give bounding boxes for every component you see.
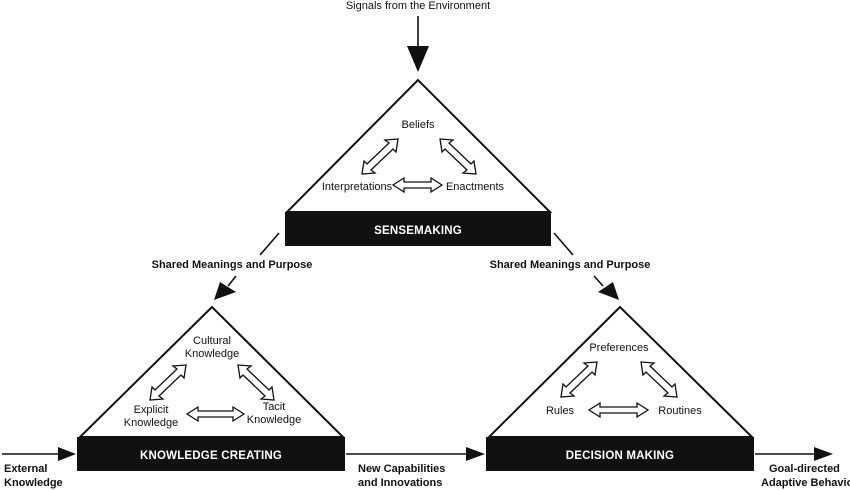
goal-directed-arrow bbox=[755, 447, 833, 461]
explicit-knowledge-label-1: Explicit bbox=[134, 404, 169, 416]
cultural-tacit-arrow bbox=[237, 364, 275, 401]
tacit-knowledge-label-2: Knowledge bbox=[247, 414, 301, 426]
environment-signals-label: Signals from the Environment bbox=[346, 0, 490, 12]
knowledge-creating-bar-label: KNOWLEDGE CREATING bbox=[140, 450, 282, 462]
cultural-explicit-arrow bbox=[149, 364, 187, 401]
shared-meanings-right-label: Shared Meanings and Purpose bbox=[490, 259, 651, 271]
external-knowledge-arrow bbox=[2, 447, 76, 461]
sensemaking-bar-label: SENSEMAKING bbox=[374, 225, 462, 237]
tacit-knowledge-label-1: Tacit bbox=[263, 401, 286, 413]
sensemaking-triangle: SENSEMAKING Beliefs Interpretations Enac… bbox=[284, 78, 553, 246]
sensemaking-bar bbox=[285, 212, 551, 246]
shared-meanings-left-arrow bbox=[214, 232, 280, 300]
new-capabilities-label-2: and Innovations bbox=[358, 477, 442, 489]
external-knowledge-label-1: External bbox=[4, 463, 47, 475]
shared-meanings-right-arrow bbox=[553, 232, 619, 300]
beliefs-label: Beliefs bbox=[401, 119, 435, 131]
decision-making-bar-label: DECISION MAKING bbox=[566, 450, 674, 462]
decision-making-triangle: DECISION MAKING Preferences Rules Routin… bbox=[486, 305, 755, 471]
external-knowledge-label-2: Knowledge bbox=[4, 477, 63, 489]
shared-meanings-left-label: Shared Meanings and Purpose bbox=[152, 259, 313, 271]
rules-label: Rules bbox=[546, 405, 575, 417]
beliefs-interpretations-arrow bbox=[361, 138, 399, 175]
goal-directed-label-2: Adaptive Behavior bbox=[761, 477, 850, 489]
preferences-label: Preferences bbox=[589, 342, 649, 354]
cultural-knowledge-label-1: Cultural bbox=[193, 335, 231, 347]
knowledge-creating-bar bbox=[77, 437, 345, 471]
new-capabilities-label-1: New Capabilities bbox=[358, 463, 445, 475]
environment-input-arrow bbox=[407, 16, 429, 72]
cultural-knowledge-label-2: Knowledge bbox=[185, 348, 239, 360]
interpretations-label: Interpretations bbox=[322, 181, 393, 193]
enactments-label: Enactments bbox=[446, 181, 505, 193]
explicit-tacit-arrow bbox=[185, 405, 246, 423]
rules-routines-arrow bbox=[587, 401, 650, 419]
routines-label: Routines bbox=[658, 405, 702, 417]
knowledge-creating-triangle: KNOWLEDGE CREATING Cultural Knowledge Ex… bbox=[77, 305, 346, 471]
interpretations-enactments-arrow bbox=[391, 176, 444, 194]
preferences-routines-arrow bbox=[640, 361, 678, 398]
decision-making-bar bbox=[486, 437, 754, 471]
new-capabilities-arrow bbox=[346, 447, 485, 461]
preferences-rules-arrow bbox=[560, 361, 598, 398]
beliefs-enactments-arrow bbox=[439, 138, 477, 175]
explicit-knowledge-label-2: Knowledge bbox=[124, 417, 178, 429]
goal-directed-label-1: Goal-directed bbox=[769, 463, 840, 475]
